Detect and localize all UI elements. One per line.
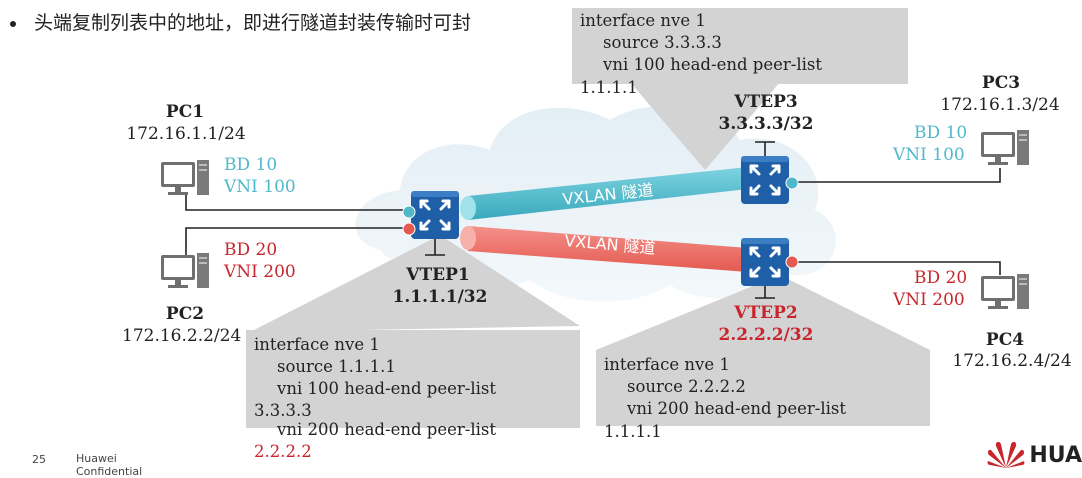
callout-vtep1: interface nve 1 source 1.1.1.1 vni 100 h… [246,330,580,428]
pc1-vni-label: VNI 100 [224,177,296,197]
vtep1-ip: 1.1.1.1/32 [392,287,488,307]
pc4-ip: 172.16.2.4/24 [952,351,1072,371]
pc4-name: PC4 [985,330,1025,350]
pc4-bd-label: BD 20 [914,268,968,288]
huawei-logo-icon [987,441,1025,468]
vtep1-name: VTEP1 [406,265,470,285]
pc4-vni-label: VNI 200 [893,290,965,310]
pc1-bd-label: BD 10 [224,155,278,175]
tunnel-teal [468,167,748,220]
vtep3-port-teal [785,176,799,190]
vtep2-ip: 2.2.2.2/32 [718,325,814,345]
callout-vtep3-line4: 1.1.1.1 [580,78,638,97]
vtep3-switch-icon [739,154,791,206]
pc4-icon [981,274,1029,309]
pc1-name: PC1 [165,102,205,122]
callout-pointer-vtep3 [630,82,780,170]
vtep3-ip: 3.3.3.3/32 [718,114,814,134]
link-pc4-vtep2 [793,261,1001,275]
callout-vtep2-line4: 1.1.1.1 [604,422,662,441]
callout-line: interface nve 1 [580,11,706,30]
pc1-icon [161,160,209,195]
tunnel-red [468,226,748,272]
vtep3-name: VTEP3 [734,92,798,112]
link-pc3-vtep3 [793,168,1001,183]
vtep1-port-teal [402,205,416,219]
pc3-name: PC3 [981,73,1021,93]
logo-text: HUA [1029,442,1082,468]
vtep1-port-red [402,222,416,236]
link-pc2-vtep1 [185,227,410,258]
callout-line: 3.3.3.3 [254,401,312,420]
pc2-name: PC2 [165,304,205,324]
page-title: 头端复制列表中的地址，即进行隧道封装传输时可封 [10,8,471,35]
callout-line: interface nve 1 [254,335,380,354]
callout-line: vni 200 head-end peer-list [627,399,846,418]
callout-vtep1-line5: vni 200 head-end peer-list [277,420,496,439]
pc3-ip: 172.16.1.3/24 [940,95,1060,115]
vtep2-port-red [785,255,799,269]
pc2-bd-label: BD 20 [224,240,278,260]
vtep2-name: VTEP2 [734,303,798,323]
callout-line: vni 100 head-end peer-list [603,55,822,74]
link-pc1-vtep1 [185,195,410,211]
footer-confidential: Confidential [76,465,143,478]
callout-pointer-vtep2 [596,275,930,350]
page-number: 25 [32,453,46,466]
vtep2-switch-icon [739,236,791,288]
callout-line: source 2.2.2.2 [627,377,746,396]
callout-vtep2: interface nve 1 source 2.2.2.2 vni 200 h… [596,350,930,426]
pc3-icon [981,130,1029,165]
callout-line: source 1.1.1.1 [277,357,396,376]
callout-line: source 3.3.3.3 [603,33,722,52]
footer-company: Huawei [76,452,117,465]
pc2-ip: 172.16.2.2/24 [122,326,242,346]
callout-pointer-vtep1 [250,235,580,332]
pc1-ip: 172.16.1.1/24 [126,124,246,144]
callout-line: vni 100 head-end peer-list [277,379,496,398]
vtep1-switch-icon [409,189,461,241]
pc2-icon [161,253,209,288]
callout-vtep1-line6: 2.2.2.2 [254,442,312,461]
pc3-vni-label: VNI 100 [893,145,965,165]
bullet-icon [10,20,16,27]
huawei-logo: HUA [987,440,1082,470]
pc2-vni-label: VNI 200 [224,262,296,282]
callout-vtep3: interface nve 1 source 3.3.3.3 vni 100 h… [572,8,908,84]
pc3-bd-label: BD 10 [914,123,968,143]
callout-line: interface nve 1 [604,355,730,374]
